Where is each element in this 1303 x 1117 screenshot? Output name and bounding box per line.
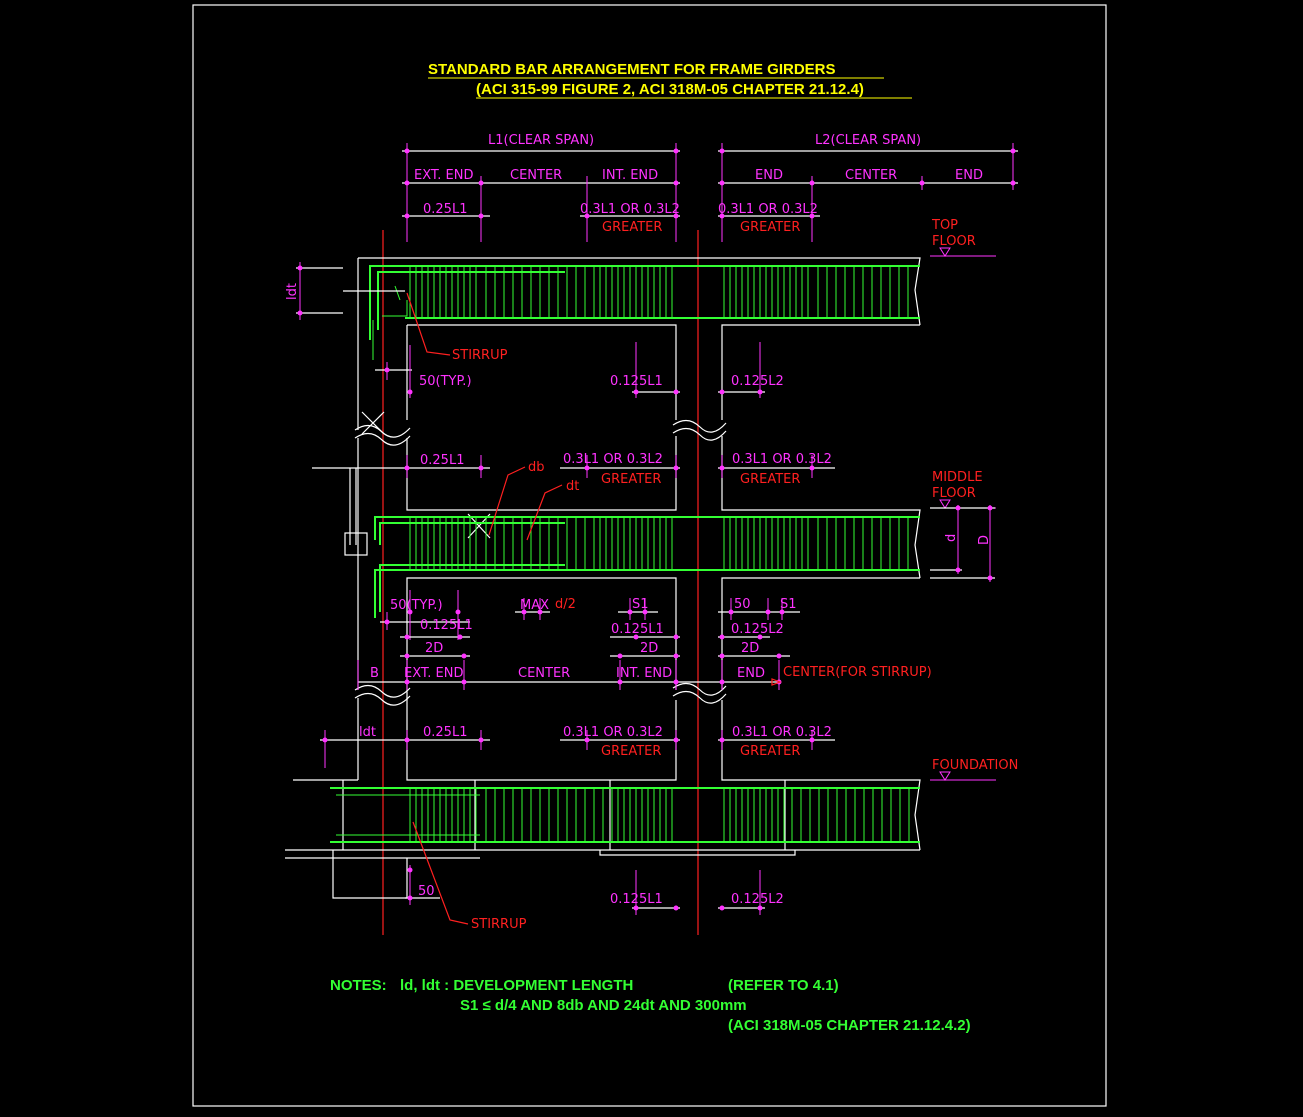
notes-ref-2: (ACI 318M-05 CHAPTER 21.12.4.2) — [728, 1017, 971, 1034]
center-label-l2-top: CENTER — [845, 168, 897, 183]
eighth-l1-bottom: 0.125L1 — [610, 892, 663, 907]
max-label: MAX — [520, 598, 549, 613]
db-label: db — [528, 460, 545, 475]
middle-floor-label-1: MIDDLE — [932, 470, 983, 485]
d-half-label: d/2 — [555, 597, 576, 612]
frac-label-middle-b: 0.3L1 OR 0.3L2 — [732, 452, 832, 467]
eighth-l2-bottom: 0.125L2 — [731, 892, 784, 907]
frac-label-foundation-a: 0.3L1 OR 0.3L2 — [563, 725, 663, 740]
greater-label-foundation-b: GREATER — [740, 744, 800, 759]
typ50-label-lower: 50(TYP.) — [390, 598, 443, 613]
s1-label-left: S1 — [632, 597, 649, 612]
two-d-label-left: 2D — [425, 641, 443, 656]
notes-line-2: S1 ≤ d/4 AND 8db AND 24dt AND 300mm — [460, 997, 747, 1014]
end-label-l2-left: END — [755, 168, 783, 183]
greater-label-top-b: GREATER — [740, 220, 800, 235]
int-end-label-lower: INT. END — [616, 666, 672, 681]
quarter-l1-top: 0.25L1 — [423, 202, 467, 217]
stirrup-zone-dimensions — [357, 660, 782, 690]
two-d-label-mid: 2D — [640, 641, 658, 656]
notes-line-1: ld, ldt : DEVELOPMENT LENGTH — [400, 977, 633, 994]
ext-end-label-lower: EXT. END — [404, 666, 464, 681]
frac-label-foundation-b: 0.3L1 OR 0.3L2 — [732, 725, 832, 740]
dt-label: dt — [566, 479, 579, 494]
stirrups — [409, 266, 910, 842]
end-label-l2-right: END — [955, 168, 983, 183]
ldt-dimension-top — [296, 262, 405, 320]
b-label: B — [370, 666, 379, 681]
foundation-label: FOUNDATION — [932, 758, 1018, 773]
greater-label-foundation-a: GREATER — [601, 744, 661, 759]
span-dimensions — [402, 143, 1018, 242]
frac-label-top-a: 0.3L1 OR 0.3L2 — [580, 202, 680, 217]
middle-span-dimensions — [312, 455, 835, 478]
stirrup-label-bottom: STIRRUP — [471, 917, 527, 932]
D-label: D — [977, 535, 992, 545]
s1-label-right: S1 — [780, 597, 797, 612]
frac-label-top-b: 0.3L1 OR 0.3L2 — [718, 202, 818, 217]
eighth-l2-lower: 0.125L2 — [731, 622, 784, 637]
ext-end-label-top: EXT. END — [414, 168, 474, 183]
typ50-label-upper: 50(TYP.) — [419, 374, 472, 389]
center-stirrup-label: CENTER(FOR STIRRUP) — [783, 665, 932, 680]
fifty-label-foundation: 50 — [418, 884, 435, 899]
rebar-middle-beam — [374, 516, 920, 618]
eighth-l1-lower-left: 0.125L1 — [420, 618, 473, 633]
eighth-l1-lower-mid: 0.125L1 — [611, 622, 664, 637]
greater-label-middle-b: GREATER — [740, 472, 800, 487]
notes-ref-1: (REFER TO 4.1) — [728, 977, 839, 994]
center-label-lower: CENTER — [518, 666, 570, 681]
quarter-l1-foundation: 0.25L1 — [423, 725, 467, 740]
span-l2-label: L2(CLEAR SPAN) — [815, 133, 921, 148]
rebar-top-beam — [369, 265, 920, 360]
middle-floor-label-2: FLOOR — [932, 486, 976, 501]
title-line-1: STANDARD BAR ARRANGEMENT FOR FRAME GIRDE… — [428, 61, 836, 78]
top-floor-label-2: FLOOR — [932, 234, 976, 249]
stirrup-label-top: STIRRUP — [452, 348, 508, 363]
frac-label-middle-a: 0.3L1 OR 0.3L2 — [563, 452, 663, 467]
greater-label-middle-a: GREATER — [601, 472, 661, 487]
sheet-border — [192, 4, 1107, 1107]
title-line-2: (ACI 315-99 FIGURE 2, ACI 318M-05 CHAPTE… — [476, 81, 864, 98]
center-label-l1-top: CENTER — [510, 168, 562, 183]
concrete-outline — [285, 257, 995, 899]
fifty-label-right: 50 — [734, 597, 751, 612]
foundation-dimensions — [320, 730, 835, 768]
ldt-label-top: ldt — [285, 283, 300, 300]
end-label-lower: END — [737, 666, 765, 681]
top-floor-label-1: TOP — [931, 218, 958, 233]
quarter-l1-middle: 0.25L1 — [420, 453, 464, 468]
greater-label-top-a: GREATER — [602, 220, 662, 235]
notes-prefix: NOTES: — [330, 977, 387, 994]
eighth-l1-upper: 0.125L1 — [610, 374, 663, 389]
ldt-label-foundation: ldt — [359, 725, 376, 740]
span-l1-label: L1(CLEAR SPAN) — [488, 133, 594, 148]
rebar-foundation — [330, 787, 920, 843]
int-end-label-top: INT. END — [602, 168, 658, 183]
d-label: d — [944, 534, 959, 542]
two-d-label-right: 2D — [741, 641, 759, 656]
eighth-l2-upper: 0.125L2 — [731, 374, 784, 389]
